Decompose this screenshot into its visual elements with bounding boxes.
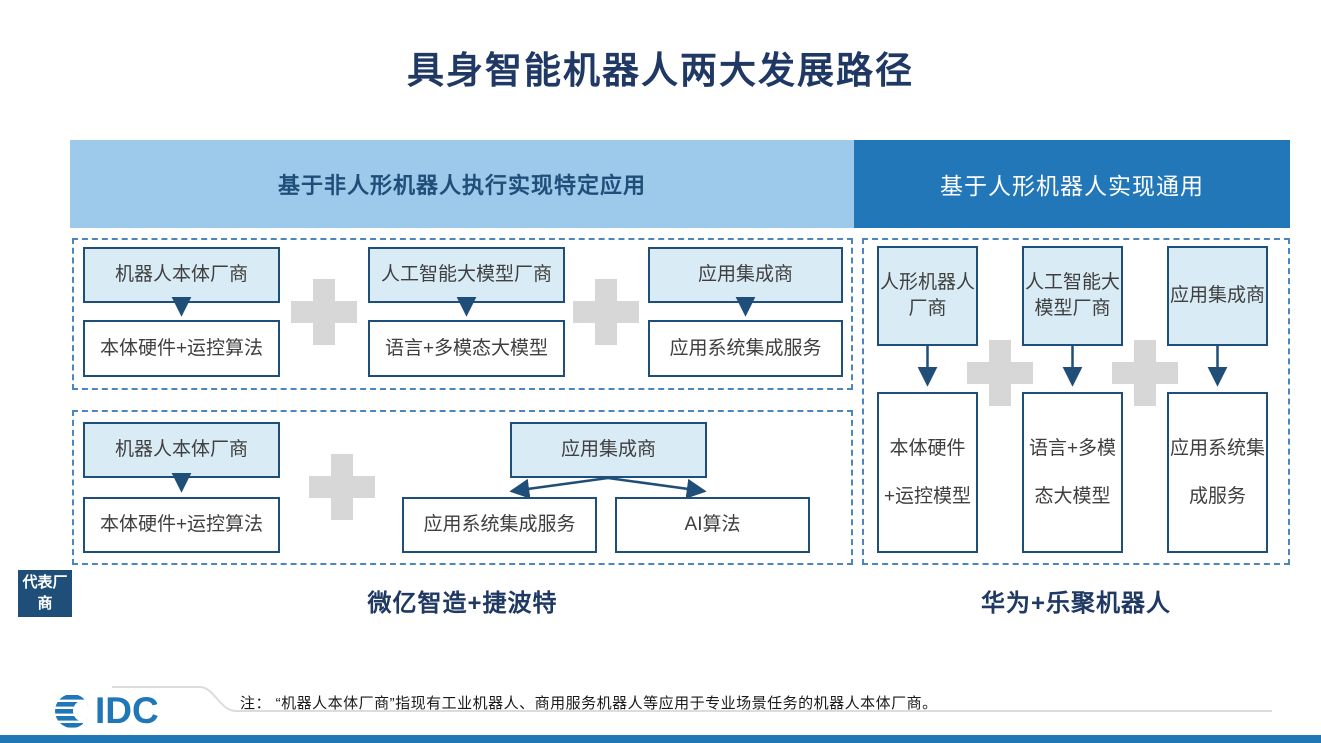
representative-left: 微亿智造+捷波特 — [367, 590, 558, 617]
box-ai-model-vendor-1: 人工智能大模型厂商 — [368, 247, 565, 303]
box-integration-service-1: 应用系统集成服务 — [648, 320, 843, 377]
box-humanoid-vendor: 人形机器人厂商 — [877, 246, 978, 346]
box-language-model-2: 语言+多模态大模型 — [1022, 392, 1123, 553]
idc-globe-icon — [55, 695, 89, 728]
box-ai-algorithm: AI算法 — [615, 497, 810, 553]
idc-logo: IDC — [52, 690, 159, 732]
box-integration-service-3: 应用系统集成服务 — [1167, 392, 1268, 553]
box-app-integrator-2: 应用集成商 — [510, 422, 707, 478]
bottom-accent-bar — [0, 735, 1321, 743]
box-body-hardware-1: 本体硬件+运控算法 — [83, 320, 280, 377]
box-app-integrator-1: 应用集成商 — [648, 247, 843, 303]
box-integration-service-2: 应用系统集成服务 — [402, 497, 597, 553]
idc-logo-text: IDC — [95, 690, 159, 731]
box-robot-body-vendor-1: 机器人本体厂商 — [83, 247, 280, 303]
box-app-integrator-3: 应用集成商 — [1167, 246, 1268, 346]
box-ai-model-vendor-2: 人工智能大模型厂商 — [1022, 246, 1123, 346]
left-top-group-frame — [72, 238, 853, 390]
box-humanoid-hardware: 本体硬件+运控模型 — [877, 392, 978, 553]
box-language-model-1: 语言+多模态大模型 — [368, 320, 565, 377]
representative-vendors-tag: 代表厂商 — [18, 570, 72, 617]
right-group-frame — [862, 238, 1290, 565]
representative-right: 华为+乐聚机器人 — [980, 590, 1171, 617]
header-non-humanoid-path: 基于非人形机器人执行实现特定应用 — [70, 140, 854, 228]
box-robot-body-vendor-2: 机器人本体厂商 — [83, 422, 280, 478]
box-body-hardware-2: 本体硬件+运控算法 — [83, 497, 280, 553]
footnote: 注： “机器人本体厂商”指现有工业机器人、商用服务机器人等应用于专业场景任务的机… — [240, 695, 938, 712]
page-title: 具身智能机器人两大发展路径 — [407, 50, 914, 91]
header-humanoid-path: 基于人形机器人实现通用 — [854, 140, 1290, 228]
left-bottom-group-frame — [72, 410, 853, 565]
